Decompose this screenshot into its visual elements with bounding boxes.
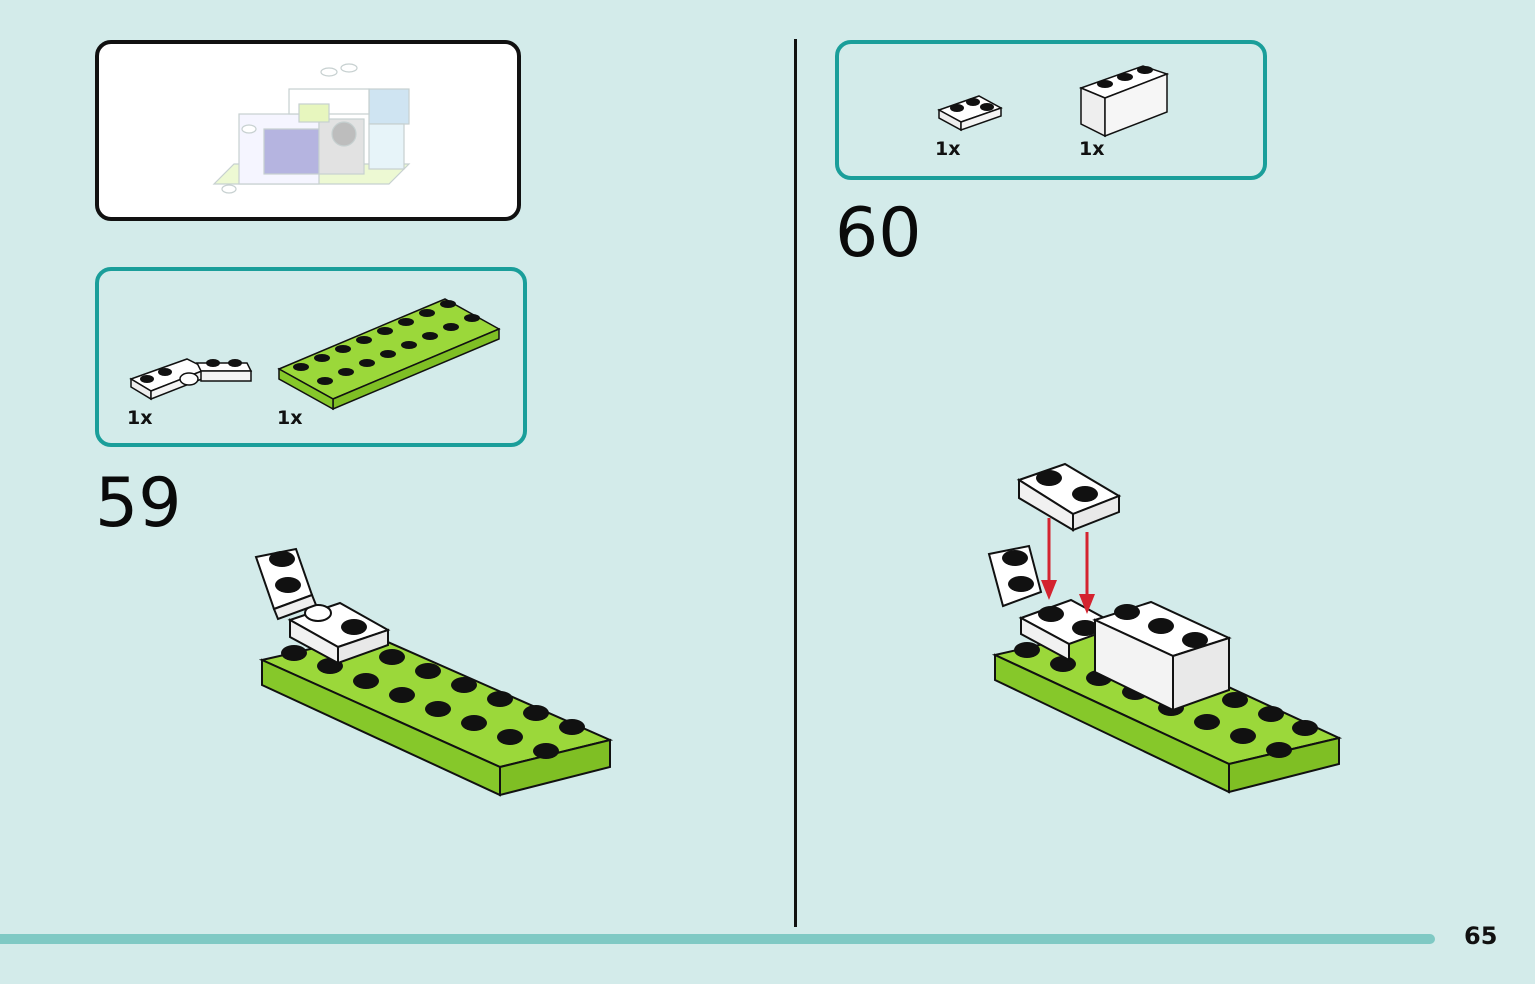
lime-2x8-plate-icon [277,298,501,411]
step-59-build-image [254,547,614,797]
qty-label: 1x [277,407,303,429]
step-number: 59 [95,464,182,543]
qty-label: 1x [127,407,153,429]
footer-bar [0,934,1435,944]
parts-list-step-59: 1x 1x [95,267,527,447]
step-60-build-image [987,462,1343,794]
page-number: 65 [1464,922,1498,950]
page-divider [794,39,797,927]
step-number: 60 [835,194,922,273]
overview-model-image [212,63,411,194]
parts-list-step-60: 1x 1x [835,40,1267,180]
overview-frame [95,40,521,221]
white-hinge-plate-icon [129,358,253,401]
white-1x2-plate-icon [937,95,1003,132]
qty-label: 1x [1079,138,1105,160]
qty-label: 1x [935,138,961,160]
insert-arrow-icon [1041,518,1095,614]
white-1x3-brick-icon [1078,65,1170,138]
